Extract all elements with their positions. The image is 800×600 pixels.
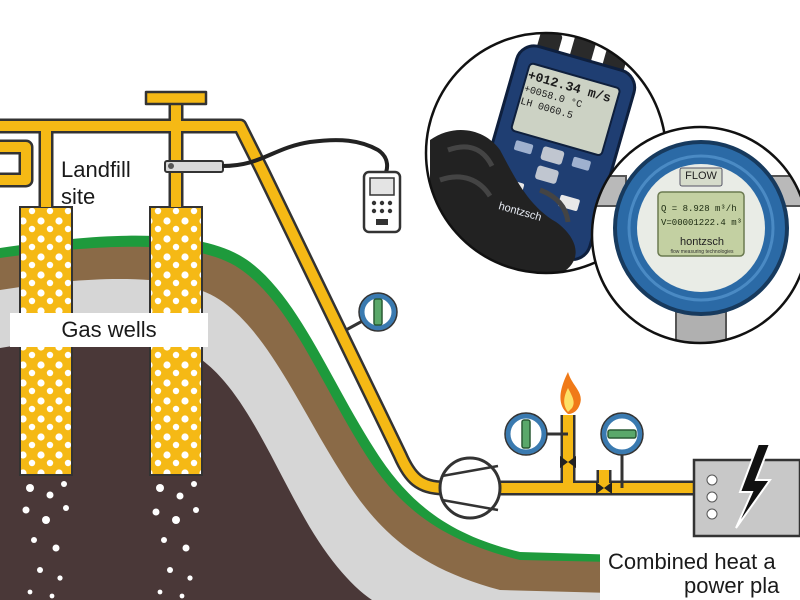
landfill-label-line1: Landfill xyxy=(61,157,131,182)
flow-gauge-left xyxy=(504,412,568,456)
probe-cable xyxy=(221,138,390,178)
flare-flame xyxy=(560,372,581,414)
transmitter-tagline: flow measuring technologies xyxy=(670,249,734,255)
lens-transmitter xyxy=(590,125,800,345)
lightning-bolt-icon xyxy=(735,443,772,529)
gas-bubbles xyxy=(22,481,199,599)
chp-label-line1: Combined heat a xyxy=(608,549,776,574)
valve-flare xyxy=(560,456,576,468)
glove xyxy=(430,129,576,273)
valve-main xyxy=(596,482,612,494)
flow-gauge-right xyxy=(600,412,644,488)
transmitter-title: FLOW xyxy=(685,170,717,182)
transmitter-readout-2: V=00001222.4 m³ xyxy=(661,218,743,228)
probe-assembly xyxy=(164,138,402,234)
transmitter-readout-1: Q = 8.928 m³/h xyxy=(661,204,737,214)
landfill-label-line2: site xyxy=(61,184,96,209)
chp-unit xyxy=(692,443,800,538)
wellhead-cap xyxy=(144,90,208,106)
flow-gauge-slope xyxy=(345,292,398,332)
transmitter-brand: hontzsch xyxy=(679,236,725,248)
chp-label: Combined heat a power pla xyxy=(600,546,800,600)
blower-compressor xyxy=(438,456,502,520)
chp-label-line2: power pla xyxy=(684,573,780,598)
gas-wells-label: Gas wells xyxy=(10,313,208,347)
landfill-site-label: Landfill site xyxy=(55,156,157,210)
